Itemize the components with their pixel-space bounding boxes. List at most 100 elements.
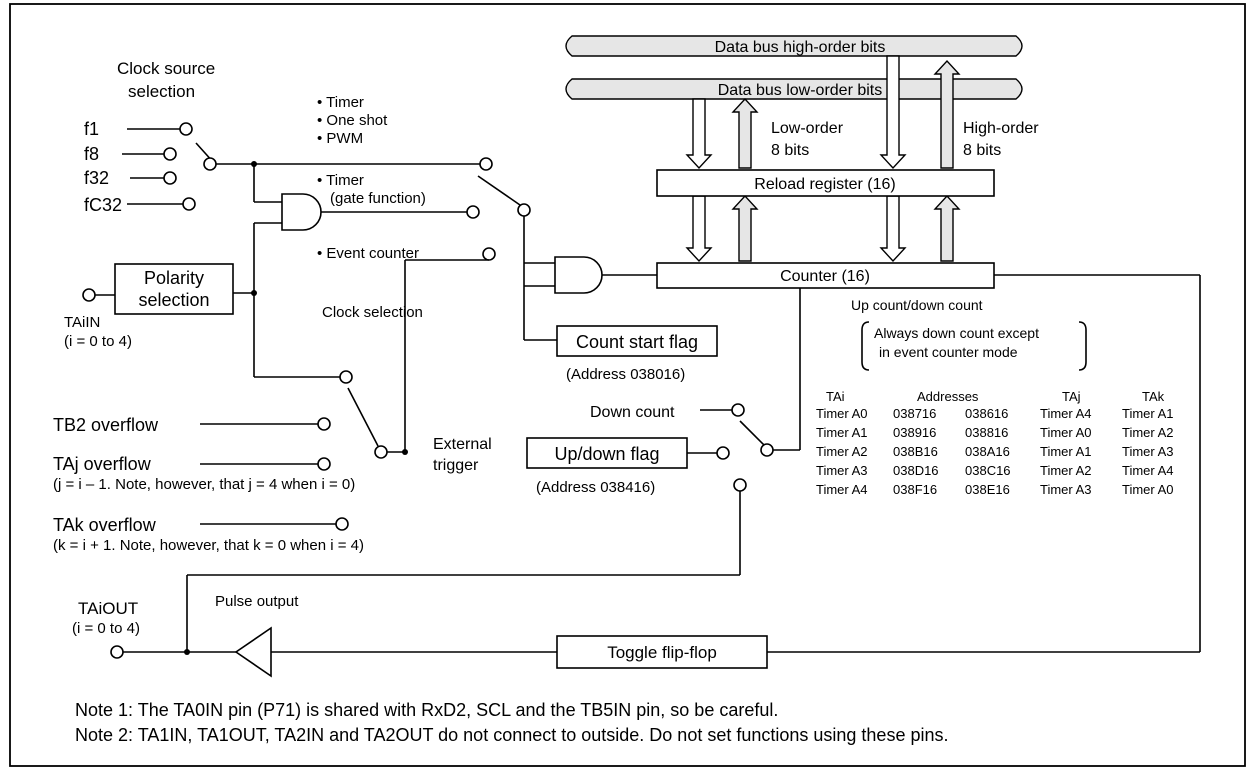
table-header-addresses: Addresses [917,389,979,404]
bus-low-label: Data bus low-order bits [718,82,883,99]
table-cell: 038616 [965,406,1008,421]
note-1: Note 1: The TA0IN pin (P71) is shared wi… [75,700,778,720]
data-bus-low: Data bus low-order bits [565,78,1023,100]
taiout-pin [110,645,124,659]
table-cell: Timer A3 [1040,482,1092,497]
output-wiring [110,274,1201,659]
taiout-range: (i = 0 to 4) [72,620,140,637]
table-cell: Timer A2 [1122,425,1174,440]
address-table: TAi Addresses TAj TAk Timer A0 038716 03… [816,389,1174,497]
count-start-flag-box [556,325,718,357]
table-cell: Timer A4 [816,482,868,497]
tak-note: (k = i + 1. Note, however, that k = 0 wh… [53,537,364,554]
down-count-terminal [731,403,745,417]
taiin-range: (i = 0 to 4) [64,333,132,350]
gate-and-gate [251,164,496,452]
note-2: Note 2: TA1IN, TA1OUT, TA2IN and TA2OUT … [75,725,948,745]
clock-source-title: Clock source [117,59,215,78]
table-cell: Timer A1 [816,425,868,440]
tb2-terminal [317,417,331,431]
table-cell: Timer A4 [1040,406,1092,421]
low-order-bits-label: 8 bits [771,142,809,159]
table-cell: Timer A0 [1122,482,1174,497]
table-cell: Timer A2 [816,444,868,459]
bus-register-arrows [685,55,961,170]
mode-switch [477,175,657,341]
clock-source-title-2: selection [128,82,195,101]
table-cell: Timer A0 [816,406,868,421]
f8-label: f8 [84,144,99,164]
table-cell: Timer A3 [816,463,868,478]
trigger-switch [254,370,408,459]
table-cell: 038E16 [965,482,1010,497]
polarity-label-1: Polarity [144,268,204,288]
down-count-label: Down count [590,404,675,421]
table-cell: Timer A3 [1122,444,1174,459]
note-bracket-left [861,321,870,371]
table-cell: Timer A4 [1122,463,1174,478]
mode-pwm: • PWM [317,130,363,147]
up-down-flag-label: Up/down flag [554,444,659,464]
table-header-tai: TAi [826,389,845,404]
taj-note: (j = i – 1. Note, however, that j = 4 wh… [53,476,355,493]
low-order-label: Low-order [771,120,844,137]
note-bracket-right [1078,321,1087,371]
table-cell: 038916 [893,425,936,440]
register-counter-arrows [685,194,961,263]
table-header-tak: TAk [1142,389,1165,404]
table-cell: Timer A1 [1122,406,1174,421]
trigger-label: trigger [433,457,479,474]
reload-register-label: Reload register (16) [754,176,895,193]
table-cell: Timer A0 [1040,425,1092,440]
up-down-flag-box [526,437,688,469]
up-down-flag-address: (Address 038416) [536,479,655,496]
high-order-label: High-order [963,120,1039,137]
toggle-flip-flop-label: Toggle flip-flop [607,643,717,662]
taiin-label: TAiIN [64,314,100,331]
mode-timer-gate: • Timer [317,172,364,189]
taj-terminal [317,457,331,471]
down-note-2: in event counter mode [879,344,1018,360]
updown-flag-terminal [716,446,730,460]
data-bus-high: Data bus high-order bits [565,35,1023,57]
down-note-1: Always down count except [874,325,1039,341]
table-cell: 038A16 [965,444,1010,459]
tb2-overflow-label: TB2 overflow [53,415,159,435]
toggle-flip-flop-box [556,635,768,669]
clock-source-wires [122,122,493,211]
table-header-taj: TAj [1062,389,1081,404]
f1-label: f1 [84,119,99,139]
table-cell: 038B16 [893,444,938,459]
polarity-selection-box [114,263,234,315]
reload-register [656,169,995,197]
up-down-label: Up count/down count [851,297,983,313]
mode-gate-function: (gate function) [330,190,426,207]
counter-label: Counter (16) [780,268,870,285]
pulse-output-buffer [234,626,272,678]
table-cell: 038816 [965,425,1008,440]
table-cell: 038C16 [965,463,1011,478]
bus-high-label: Data bus high-order bits [715,39,886,56]
external-label: External [433,436,492,453]
fc32-label: fC32 [84,195,122,215]
taiout-label: TAiOUT [78,599,138,618]
mode-one-shot: • One shot [317,112,388,129]
table-cell: 038716 [893,406,936,421]
taiin-pin [82,288,96,302]
table-cell: Timer A1 [1040,444,1092,459]
count-start-flag-label: Count start flag [576,332,698,352]
table-cell: 038F16 [893,482,937,497]
table-cell: 038D16 [893,463,939,478]
pulse-output-label: Pulse output [215,593,299,610]
updown-switch-terminal [760,443,774,457]
table-cell: Timer A2 [1040,463,1092,478]
clock-selection-label: Clock selection [322,304,423,321]
mode-timer: • Timer [317,94,364,111]
polarity-label-2: selection [138,290,209,310]
count-start-flag-address: (Address 038016) [566,366,685,383]
tak-terminal [335,517,349,531]
taj-overflow-label: TAj overflow [53,454,152,474]
f32-label: f32 [84,168,109,188]
high-order-bits-label: 8 bits [963,142,1001,159]
